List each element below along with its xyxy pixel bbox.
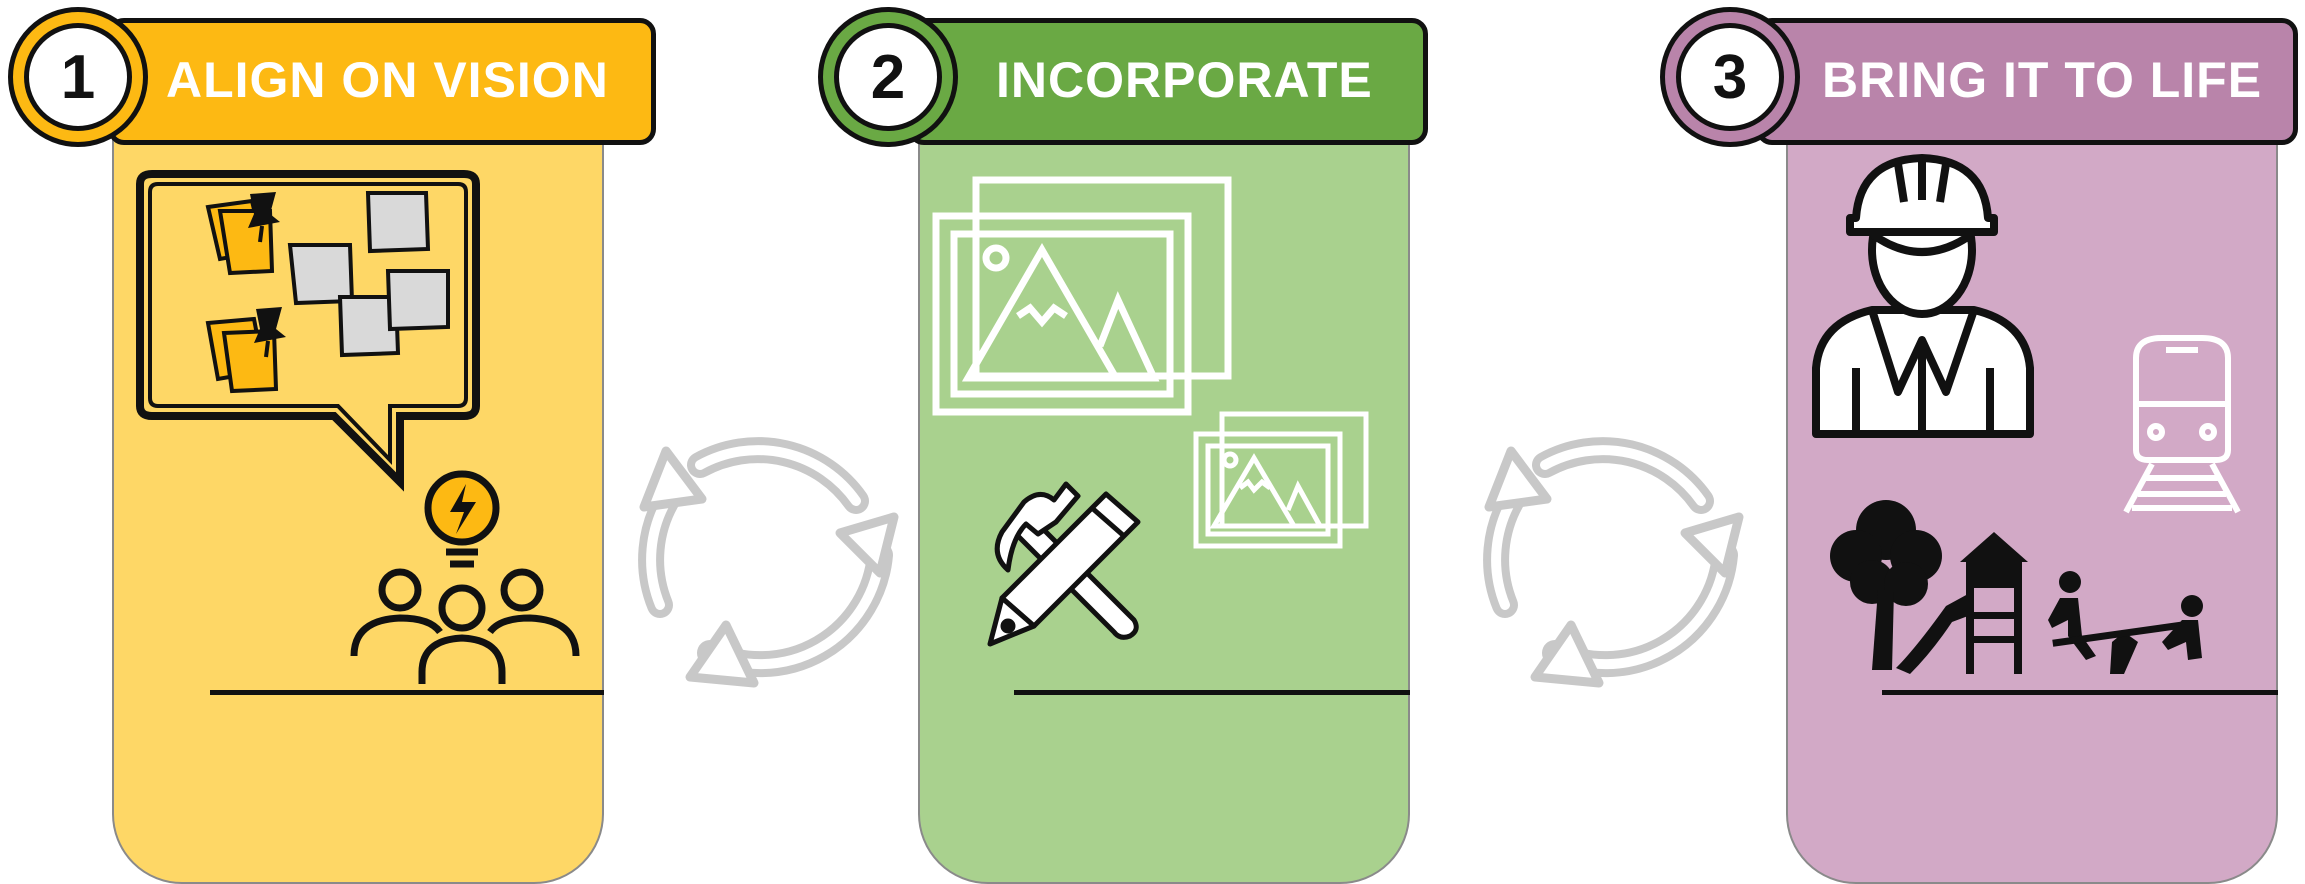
step-1-number: 1 [24, 23, 132, 131]
pushpin-icon [254, 307, 286, 358]
speech-bubble-icon [136, 170, 480, 492]
step-3-header [1756, 18, 2298, 145]
train-icon [2123, 335, 2241, 514]
lightbulb-icon [424, 470, 500, 568]
step-1-baseline [210, 690, 604, 695]
team-icon [350, 568, 580, 684]
step-2-baseline [1014, 690, 1410, 695]
step-3-title: BRING IT TO LIFE [1822, 52, 2263, 108]
step-3-number: 3 [1676, 23, 1784, 131]
construction-worker-icon [1812, 154, 2034, 438]
step-1-header [108, 18, 656, 145]
playground-icon [1896, 532, 2203, 674]
cycle-arrows-icon [638, 437, 899, 688]
step-1-badge: 1 [8, 7, 148, 147]
step-1-panel [112, 120, 604, 884]
images-icon [1193, 411, 1369, 549]
step-2-title: INCORPORATE [996, 52, 1373, 108]
step-2-header [908, 18, 1428, 145]
pushpin-icon [248, 192, 280, 243]
step-3-panel [1786, 120, 2278, 884]
cycle-arrows-icon [1483, 437, 1744, 688]
tree-icon [1830, 500, 1942, 670]
pencil-icon [987, 491, 1141, 647]
step-3-baseline [1882, 690, 2278, 695]
step-1-title: ALIGN ON VISION [166, 52, 609, 108]
images-icon [932, 176, 1232, 416]
step-2-number: 2 [834, 23, 942, 131]
step-2-badge: 2 [818, 7, 958, 147]
sticky-notes-icon [205, 191, 450, 394]
step-3-badge: 3 [1660, 7, 1800, 147]
